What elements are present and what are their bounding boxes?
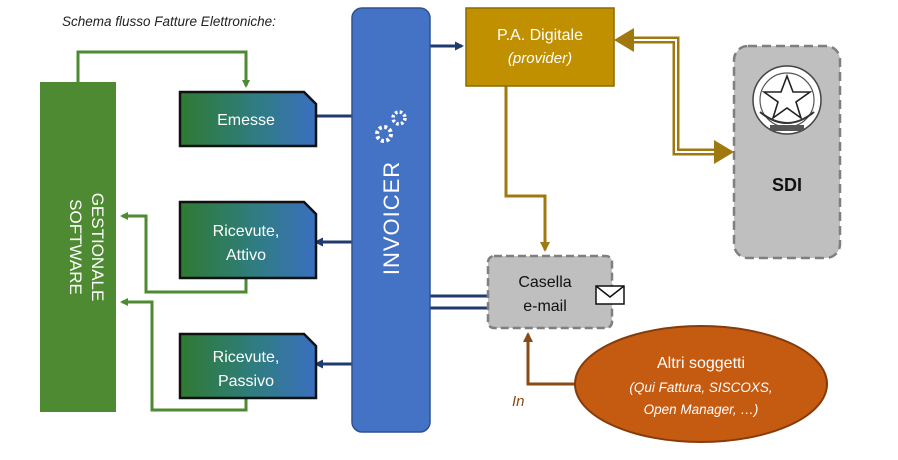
connector-attivo-to-software bbox=[120, 212, 248, 294]
diagram-title: Schema flusso Fatture Elettroniche: bbox=[62, 14, 276, 29]
software-label-line2: GESTIONALE bbox=[88, 193, 107, 302]
invoicer-label: INVOICER bbox=[379, 161, 404, 275]
ricevute-passivo-document[interactable]: Ricevute, Passivo bbox=[178, 332, 318, 400]
software-label-line1: SOFTWARE bbox=[66, 199, 85, 295]
ricevute-passivo-line1: Ricevute, bbox=[213, 349, 280, 366]
casella-email-box[interactable]: Casella e-mail bbox=[486, 254, 625, 330]
connector-altri-to-casella bbox=[523, 332, 578, 386]
software-gestionale-box[interactable]: SOFTWARE GESTIONALE bbox=[40, 82, 116, 412]
gears-icon bbox=[375, 110, 407, 143]
in-label: In bbox=[512, 393, 525, 410]
pa-digitale-line2: (provider) bbox=[508, 50, 572, 67]
ricevute-passivo-line2: Passivo bbox=[218, 373, 274, 390]
ricevute-attivo-document[interactable]: Ricevute, Attivo bbox=[178, 200, 318, 280]
casella-line2: e-mail bbox=[523, 298, 567, 315]
sdi-label: SDI bbox=[772, 175, 802, 195]
connector-passivo-to-software bbox=[120, 298, 248, 412]
connector-software-to-emesse bbox=[76, 50, 250, 88]
ricevute-attivo-line2: Attivo bbox=[226, 247, 266, 264]
altri-line2: (Qui Fattura, SISCOXS, bbox=[629, 380, 772, 395]
invoicer-box[interactable]: INVOICER bbox=[351, 7, 431, 433]
altri-line1: Altri soggetti bbox=[657, 355, 745, 372]
ricevute-attivo-line1: Ricevute, bbox=[213, 223, 280, 240]
sdi-box[interactable]: SDI bbox=[732, 44, 842, 260]
pa-digitale-box[interactable]: P.A. Digitale (provider) bbox=[465, 7, 615, 87]
altri-line3: Open Manager, …) bbox=[644, 402, 759, 417]
casella-line1: Casella bbox=[518, 274, 571, 291]
emesse-document[interactable]: Emesse bbox=[178, 90, 318, 148]
envelope-icon bbox=[595, 285, 625, 305]
emesse-label: Emesse bbox=[217, 112, 275, 129]
italian-republic-emblem bbox=[752, 65, 822, 135]
connector-pa-to-casella bbox=[504, 86, 550, 252]
pa-digitale-line1: P.A. Digitale bbox=[497, 27, 583, 44]
connector-pa-sdi-bidirectional bbox=[614, 28, 734, 164]
altri-soggetti-ellipse[interactable]: Altri soggetti (Qui Fattura, SISCOXS, Op… bbox=[574, 325, 828, 443]
